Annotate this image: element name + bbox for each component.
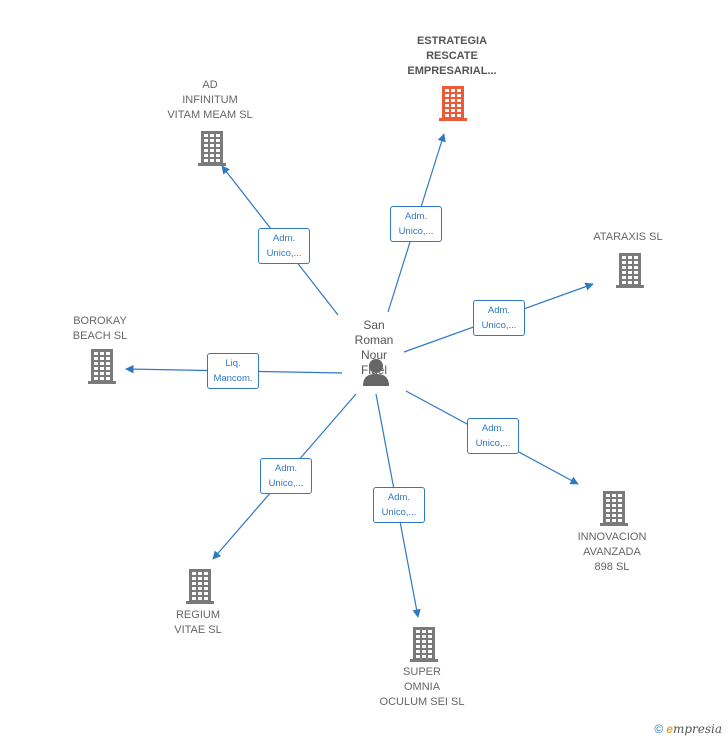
- building-icon: [88, 349, 116, 384]
- building-icon: [600, 491, 628, 526]
- edge-label-ad-infinitum[interactable]: Adm. Unico,...: [258, 228, 310, 264]
- company-name: AD INFINITUM VITAM MEAM SL: [167, 79, 253, 121]
- building-icon: [186, 569, 214, 604]
- company-name: BOROKAY BEACH SL: [72, 315, 128, 342]
- footer-credit: ©empresia: [654, 722, 722, 736]
- brand-logo-text: mpresia: [672, 722, 722, 736]
- copyright-icon: ©: [654, 722, 664, 736]
- edge-label-estrategia[interactable]: Adm. Unico,...: [390, 206, 442, 242]
- brand-logo-initial: e: [666, 722, 673, 736]
- edge-label-regium[interactable]: Adm. Unico,...: [260, 458, 312, 494]
- building-icon: [616, 253, 644, 288]
- person-icon: [363, 359, 389, 386]
- edge-label-ataraxis[interactable]: Adm. Unico,...: [473, 300, 525, 336]
- company-name: REGIUM VITAE SL: [174, 609, 222, 636]
- company-name: ESTRATEGIA RESCATE EMPRESARIAL...: [407, 35, 497, 77]
- building-icon: [198, 131, 226, 166]
- edge-label-innovacion[interactable]: Adm. Unico,...: [467, 418, 519, 454]
- company-name: ATARAXIS SL: [593, 231, 663, 243]
- edge-label-super-omnia[interactable]: Adm. Unico,...: [373, 487, 425, 523]
- building-icon: [410, 627, 438, 662]
- building-icon: [439, 86, 467, 121]
- company-name: INNOVACION AVANZADA 898 SL: [577, 531, 647, 573]
- company-name: SUPER OMNIA OCULUM SEI SL: [379, 666, 465, 708]
- edge-label-borokay[interactable]: Liq. Mancom.: [207, 353, 259, 389]
